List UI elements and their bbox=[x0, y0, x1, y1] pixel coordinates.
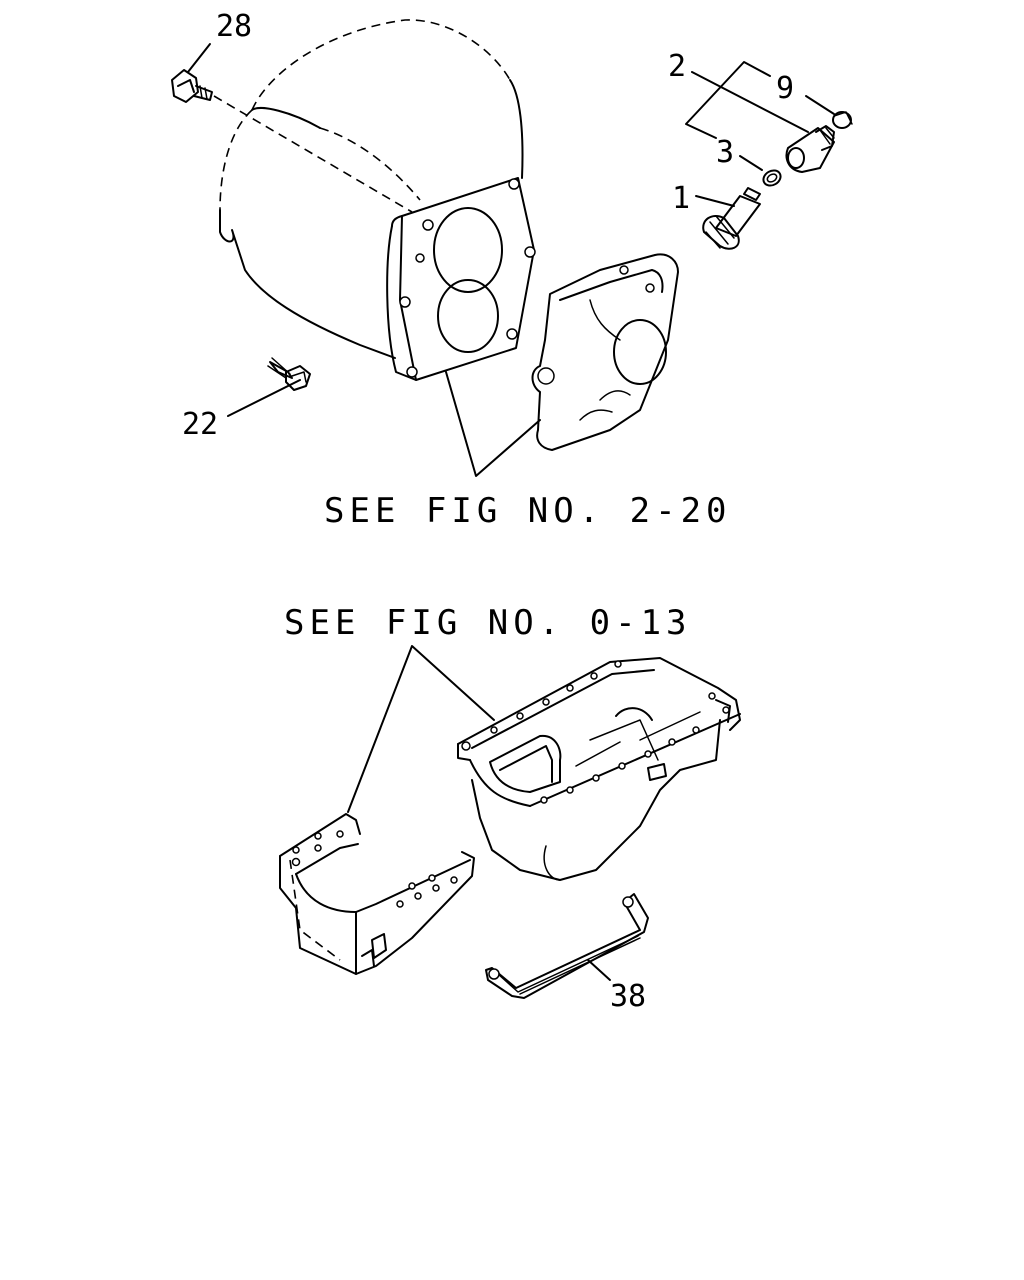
adapter-cover bbox=[531, 253, 679, 451]
crankcase-extension bbox=[279, 813, 475, 975]
leader-1 bbox=[695, 195, 735, 207]
leader-see-fig-0-13 bbox=[347, 645, 495, 813]
leader-3 bbox=[739, 155, 763, 171]
leader-2-bracket bbox=[685, 61, 809, 139]
seal-9 bbox=[832, 111, 853, 129]
bracket-38 bbox=[485, 893, 649, 999]
leader-28 bbox=[187, 43, 211, 73]
callout-22: 22 bbox=[182, 407, 218, 442]
callout-28: 28 bbox=[216, 9, 252, 44]
callout-1: 1 bbox=[672, 181, 690, 216]
bolt-22 bbox=[267, 357, 311, 391]
leader-9 bbox=[805, 95, 835, 115]
driven-gear-1 bbox=[702, 187, 761, 250]
o-ring-3 bbox=[762, 169, 782, 187]
oil-pan bbox=[457, 657, 741, 881]
sleeve-2 bbox=[785, 125, 835, 173]
callout-38: 38 bbox=[610, 979, 646, 1014]
callout-2: 2 bbox=[668, 49, 686, 84]
reference-see-fig-2-20: SEE FIG NO. 2-20 bbox=[324, 491, 732, 531]
bolt-28-dashed-guide bbox=[213, 95, 413, 213]
reference-see-fig-0-13: SEE FIG NO. 0-13 bbox=[284, 603, 692, 643]
callout-3: 3 bbox=[716, 135, 734, 170]
leader-see-fig-2-20 bbox=[445, 371, 541, 477]
callout-9: 9 bbox=[776, 71, 794, 106]
leader-38 bbox=[587, 959, 611, 981]
transmission-housing bbox=[219, 19, 536, 381]
leader-22 bbox=[227, 379, 301, 417]
bolt-28 bbox=[171, 69, 213, 103]
